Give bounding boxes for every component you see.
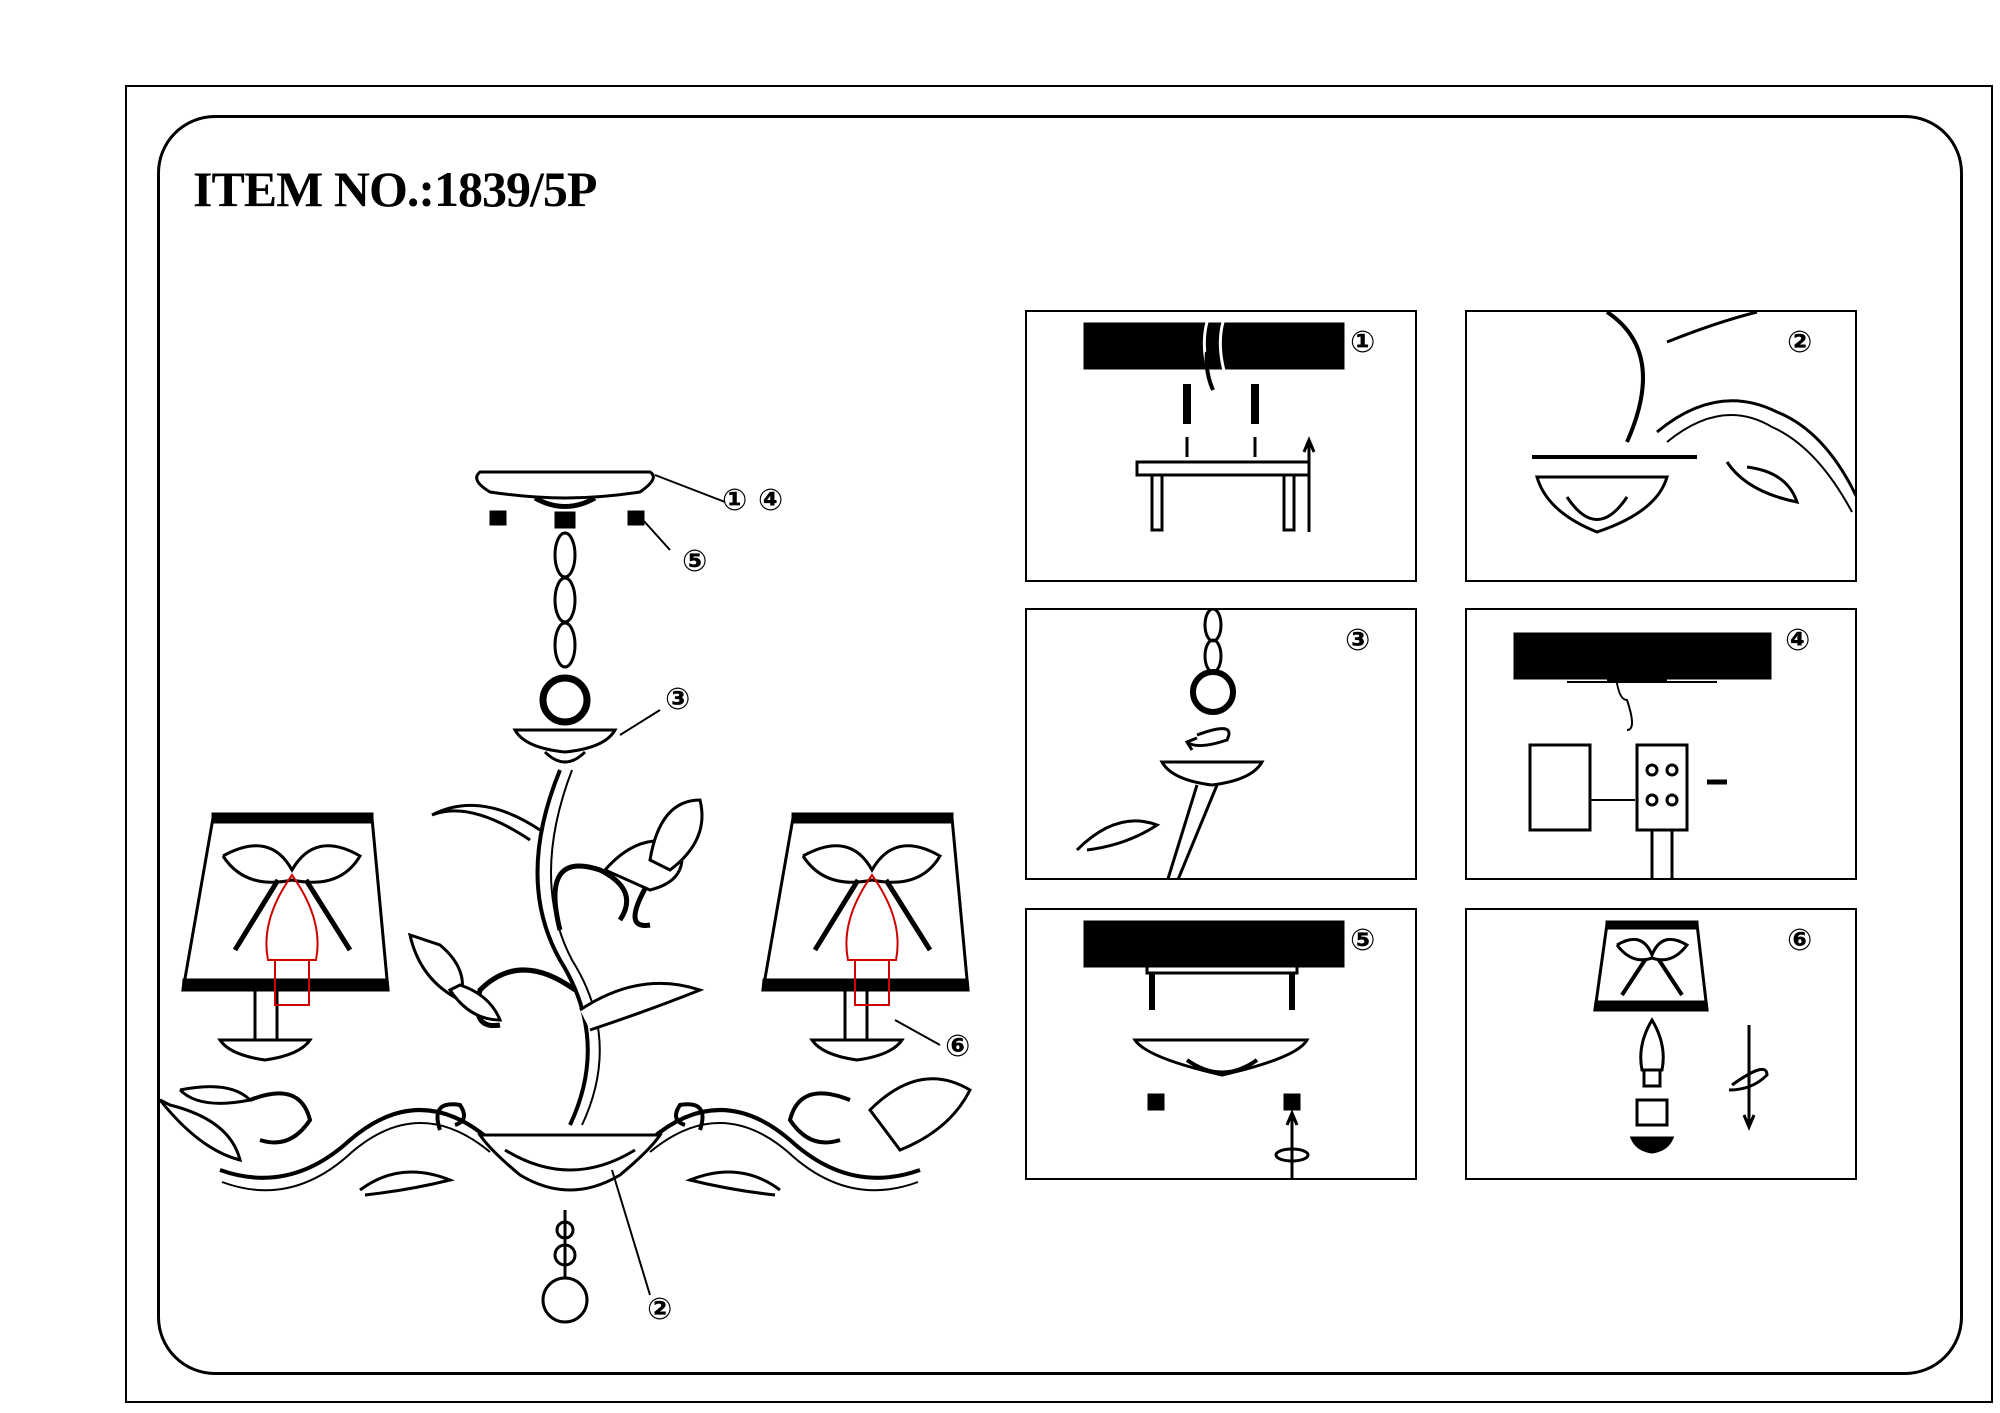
callout-6: ⑥ [945, 1029, 971, 1064]
step-5-drawing [1083, 920, 1345, 1178]
step-2-number: ② [1787, 325, 1813, 360]
page-title: ITEM NO.:1839/5P [193, 161, 597, 217]
step-6-number: ⑥ [1787, 923, 1813, 958]
callout-3: ③ [665, 682, 691, 717]
step-1-drawing [1083, 321, 1345, 532]
butterfly-upper-right [602, 798, 704, 892]
step-6-box: ⑥ [1465, 908, 1857, 1180]
step-2-drawing [1532, 312, 1855, 534]
chandelier-drawing [158, 470, 972, 1324]
step-3-drawing [1075, 610, 1265, 878]
inner-frame [157, 115, 1963, 1375]
step-2-box: ② [1465, 310, 1857, 582]
step-6-drawing [1593, 920, 1769, 1154]
step-3-box: ③ [1025, 608, 1417, 880]
outer-frame [125, 85, 1993, 1403]
step-5-number: ⑤ [1350, 923, 1376, 958]
step-5-box: ⑤ [1025, 908, 1417, 1180]
callout-5: ⑤ [682, 544, 708, 579]
step-4-box: ④ [1465, 608, 1857, 880]
step-4-number: ④ [1785, 623, 1811, 658]
step-4-drawing [1513, 632, 1772, 878]
step-1-number: ① [1350, 325, 1376, 360]
callout-1-4: ① ④ [722, 483, 784, 518]
step-1-box: ① [1025, 310, 1417, 582]
callout-2: ② [647, 1292, 673, 1327]
step-3-number: ③ [1345, 623, 1371, 658]
